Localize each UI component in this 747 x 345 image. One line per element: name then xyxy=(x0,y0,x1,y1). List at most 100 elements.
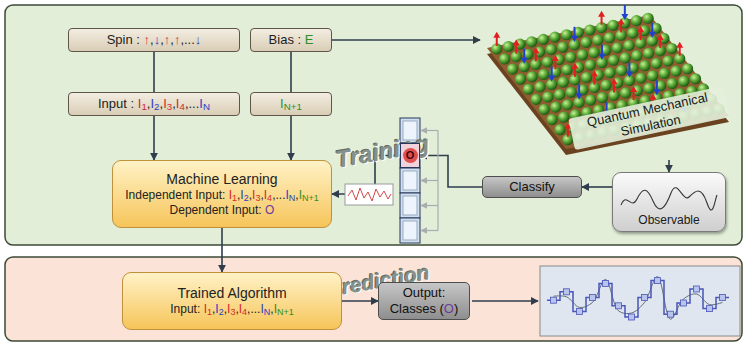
spin-up-head xyxy=(598,11,605,17)
trained-title: Trained Algorithm xyxy=(177,285,286,302)
atom xyxy=(592,35,603,46)
atom xyxy=(651,58,662,69)
spin-up-head xyxy=(552,55,559,61)
class-marker xyxy=(590,294,596,300)
bias-box: Bias : E xyxy=(250,28,332,52)
class-marker xyxy=(551,297,557,303)
atom xyxy=(566,87,577,98)
ml-title: Machine Learning xyxy=(166,171,277,188)
class-marker xyxy=(616,303,622,309)
trained-inputs: Input: I1,I2,I3,I4,...IN,IN+1 xyxy=(170,302,293,317)
atom xyxy=(635,73,646,84)
atom xyxy=(531,94,542,105)
connector xyxy=(221,228,223,272)
spin-down-head xyxy=(598,54,605,60)
vector-cell xyxy=(400,143,420,168)
spin-up-arrow xyxy=(554,60,556,69)
atom xyxy=(515,74,526,85)
atom xyxy=(546,114,557,125)
spin-up-head xyxy=(611,78,618,84)
class-marker xyxy=(577,308,583,314)
bias-label: Bias : E xyxy=(269,32,314,48)
input-box: Input : I1,I2,I3,I4,...IN xyxy=(68,92,240,116)
atom xyxy=(499,53,510,64)
spin-up-arrow xyxy=(496,37,498,46)
atom xyxy=(631,15,642,26)
training-panel: TrainingSpin : ↑,↓,↑,↑,...↓Bias : EInput… xyxy=(5,5,742,245)
atom xyxy=(612,42,623,53)
spin-down-arrow xyxy=(656,80,658,90)
atom xyxy=(631,50,642,61)
class-marker xyxy=(629,314,635,320)
atom xyxy=(561,64,572,75)
class-marker xyxy=(642,294,648,300)
atom xyxy=(558,77,569,88)
output-box: Output: Classes (O) xyxy=(378,282,470,320)
vector-cell xyxy=(403,196,417,215)
atom xyxy=(620,87,631,98)
atom xyxy=(667,78,678,89)
atom xyxy=(527,71,538,82)
spin-up-head xyxy=(493,32,500,38)
atom xyxy=(601,80,612,91)
atom xyxy=(608,55,619,66)
vector-cell xyxy=(400,168,420,193)
class-marker xyxy=(720,294,726,300)
simulation-label: Quantum Mechanical Simulation xyxy=(568,86,729,150)
spin-down-head xyxy=(521,58,528,64)
class-marker xyxy=(668,311,674,317)
spin-down-head xyxy=(576,93,583,99)
spin-up-arrow xyxy=(574,68,576,77)
vector-cell xyxy=(403,221,417,240)
atom xyxy=(577,49,588,60)
ml-box: Machine LearningIndependent Input: I1,I2… xyxy=(112,160,332,228)
connector xyxy=(332,39,480,41)
trained-box: Trained AlgorithmInput: I1,I2,I3,I4,...I… xyxy=(122,272,342,330)
plot-frame xyxy=(540,266,740,336)
atom xyxy=(616,65,627,76)
connector xyxy=(290,116,292,160)
spin-down-arrow xyxy=(523,49,525,59)
atom xyxy=(584,24,595,35)
atom xyxy=(620,52,631,63)
prediction-panel-ground xyxy=(5,257,742,341)
vector-cell xyxy=(400,193,420,218)
atom xyxy=(581,72,592,83)
atom xyxy=(542,56,553,67)
atom xyxy=(554,89,565,100)
spin-down-arrow xyxy=(651,23,653,33)
atom xyxy=(503,41,514,52)
spin-down-arrow xyxy=(624,5,626,15)
atom xyxy=(643,13,654,24)
atom xyxy=(670,65,681,76)
atom xyxy=(643,83,654,94)
spin-down-arrow xyxy=(551,67,553,77)
spin-down-head xyxy=(621,14,628,20)
observable-box: Observable xyxy=(612,172,726,232)
atom xyxy=(539,104,550,115)
spin-down-arrow xyxy=(578,84,580,94)
spin-up-arrow xyxy=(535,52,537,61)
atom xyxy=(682,63,693,74)
atom xyxy=(608,20,619,31)
atom xyxy=(585,59,596,70)
fanout-arrow xyxy=(421,205,438,206)
connector xyxy=(153,116,155,160)
atom xyxy=(647,70,658,81)
connector xyxy=(420,156,482,188)
spin-up-head xyxy=(657,34,664,40)
spin-up-arrow xyxy=(633,91,635,100)
connector xyxy=(582,186,612,188)
class-marker xyxy=(681,300,687,306)
atom xyxy=(604,32,615,43)
training-panel-ground xyxy=(5,5,742,245)
ml-output: Dependent Input: O xyxy=(170,203,275,218)
spin-up-arrow xyxy=(515,45,517,54)
atom xyxy=(538,69,549,80)
class-step-line xyxy=(547,281,729,317)
spin-down-head xyxy=(653,89,660,95)
observable-curve-line xyxy=(621,188,717,210)
substrate-layer xyxy=(487,21,729,155)
atom xyxy=(526,36,537,47)
spin-up-arrow xyxy=(620,23,622,32)
